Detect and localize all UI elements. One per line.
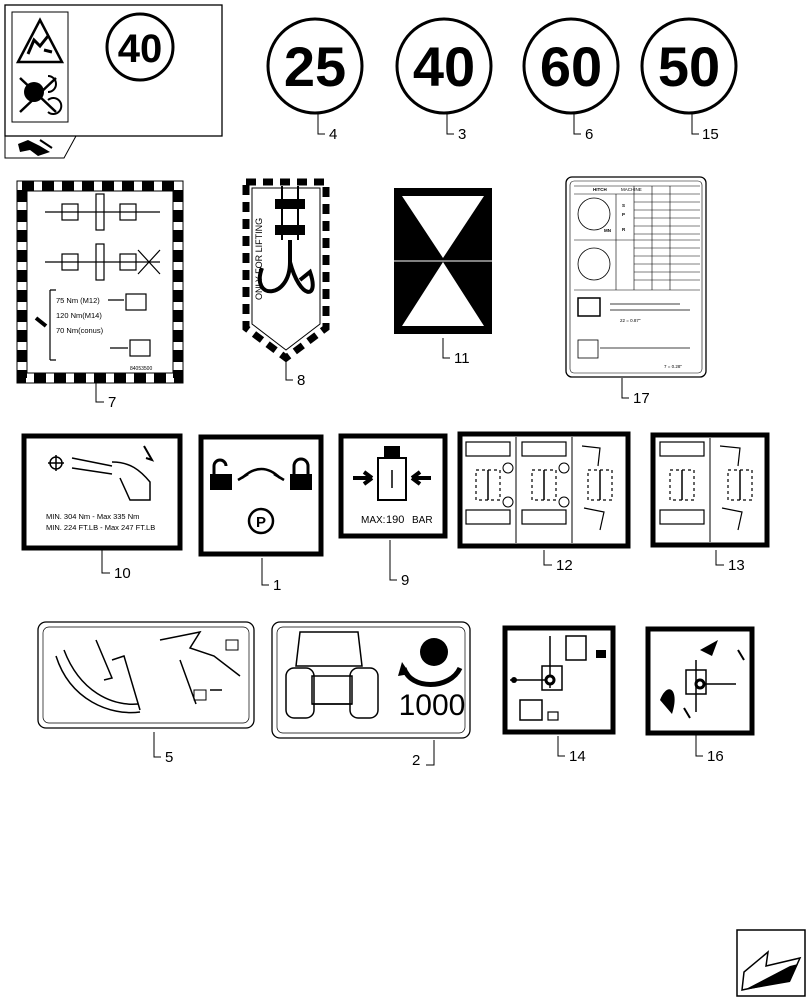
speed-sign-25: 25 4 <box>266 17 364 143</box>
tractor-icon <box>285 631 379 719</box>
decal-7-driveline: 75 Nm (M12) 120 Nm(M14) 70 Nm(conus) 840… <box>16 180 184 411</box>
speed-sign-50: 50 15 <box>640 17 738 143</box>
ref-15: 15 <box>702 126 719 143</box>
ref-12: 12 <box>556 557 573 574</box>
pto-speed-value: 1000 <box>399 689 466 722</box>
decal-10-wheel-torque: MIN. 304 Nm - Max 335 Nm MIN. 224 FT.LB … <box>21 433 183 582</box>
hitch-row-mn: MN <box>604 228 611 233</box>
decal-9-max-pressure: MAX: 190 BAR 9 <box>338 433 448 589</box>
torque-line-2: 120 Nm(M14) <box>56 311 102 320</box>
hook-icon <box>257 186 315 294</box>
view-arrow-icon <box>4 135 77 159</box>
ref-3: 3 <box>458 126 466 143</box>
speed-value-40: 40 <box>413 35 475 98</box>
ref-5: 5 <box>165 749 173 766</box>
ref-10: 10 <box>114 565 131 582</box>
hitch-row-p: P <box>622 212 625 217</box>
hitch-dim-2: 7 = 0.28" <box>664 364 682 369</box>
lifting-text: ONLY FOR LIFTING <box>254 218 264 300</box>
hitch-row-r: R <box>622 227 626 232</box>
ref-13: 13 <box>728 557 745 574</box>
ref-2: 2 <box>412 752 420 769</box>
speed-value-60: 60 <box>540 35 602 98</box>
hitch-col-machine: MACHINE <box>621 187 642 192</box>
hitch-dim-1: 22 = 0.87" <box>620 318 641 323</box>
next-page-arrow-icon[interactable] <box>736 929 806 997</box>
speed-sign-60: 60 6 <box>522 17 620 143</box>
ref-9: 9 <box>401 572 409 589</box>
inset-view: 40 <box>4 4 223 159</box>
ref-17: 17 <box>633 390 650 407</box>
decal-13-hitch-control: 13 <box>650 432 770 574</box>
decal-2-pto-1000: 1000 2 <box>271 621 471 769</box>
ref-14: 14 <box>569 748 586 765</box>
ref-7: 7 <box>108 394 116 411</box>
parking-brake-icon: P <box>247 507 275 535</box>
decal-11-reflector: 11 <box>394 188 492 367</box>
wrench-icon <box>48 445 155 501</box>
decal-14-4wd: 14 <box>502 625 616 765</box>
max-value: 190 <box>386 514 404 526</box>
part-number: 84053500 <box>130 366 152 372</box>
decal-1-parking-brake: P 1 <box>198 434 324 594</box>
torque-line-3: 70 Nm(conus) <box>56 326 104 335</box>
ref-16: 16 <box>707 748 724 765</box>
ref-11: 11 <box>454 350 470 367</box>
max-unit: BAR <box>412 515 433 526</box>
ref-4: 4 <box>329 126 337 143</box>
speed-value-25: 25 <box>284 35 346 98</box>
torque-line-1: 75 Nm (M12) <box>56 296 100 305</box>
speed-value-50: 50 <box>658 35 720 98</box>
ref-8: 8 <box>297 372 305 389</box>
pto-icon <box>398 638 463 687</box>
padlock-icon <box>210 457 312 490</box>
warning-triangle-icon <box>15 17 65 64</box>
no-rotation-icon <box>19 75 63 115</box>
decal-5-lever: 5 <box>37 621 255 766</box>
hitch-row-s: S <box>622 203 625 208</box>
ref-6: 6 <box>585 126 593 143</box>
hitch-header: HITCH <box>593 187 607 192</box>
decal-16-lever: 16 <box>645 626 755 765</box>
ref-1: 1 <box>273 577 281 594</box>
inset-speed-sign: 40 <box>118 27 163 71</box>
svg-text:P: P <box>256 514 266 531</box>
decal-17-hitch-table: HITCH MACHINE S P R MN 22 = 0.87" 7 = 0.… <box>565 176 707 407</box>
torque-nm: MIN. 304 Nm - Max 335 Nm <box>46 512 139 521</box>
torque-ftlb: MIN. 224 FT.LB - Max 247 FT.LB <box>46 523 155 532</box>
max-label: MAX: <box>361 515 385 526</box>
decal-12-hitch-control: 12 <box>457 431 631 574</box>
speed-sign-40: 40 3 <box>395 17 493 143</box>
decal-8-lifting: ONLY FOR LIFTING 8 <box>242 178 330 389</box>
cylinder-pressure-icon <box>353 446 431 501</box>
